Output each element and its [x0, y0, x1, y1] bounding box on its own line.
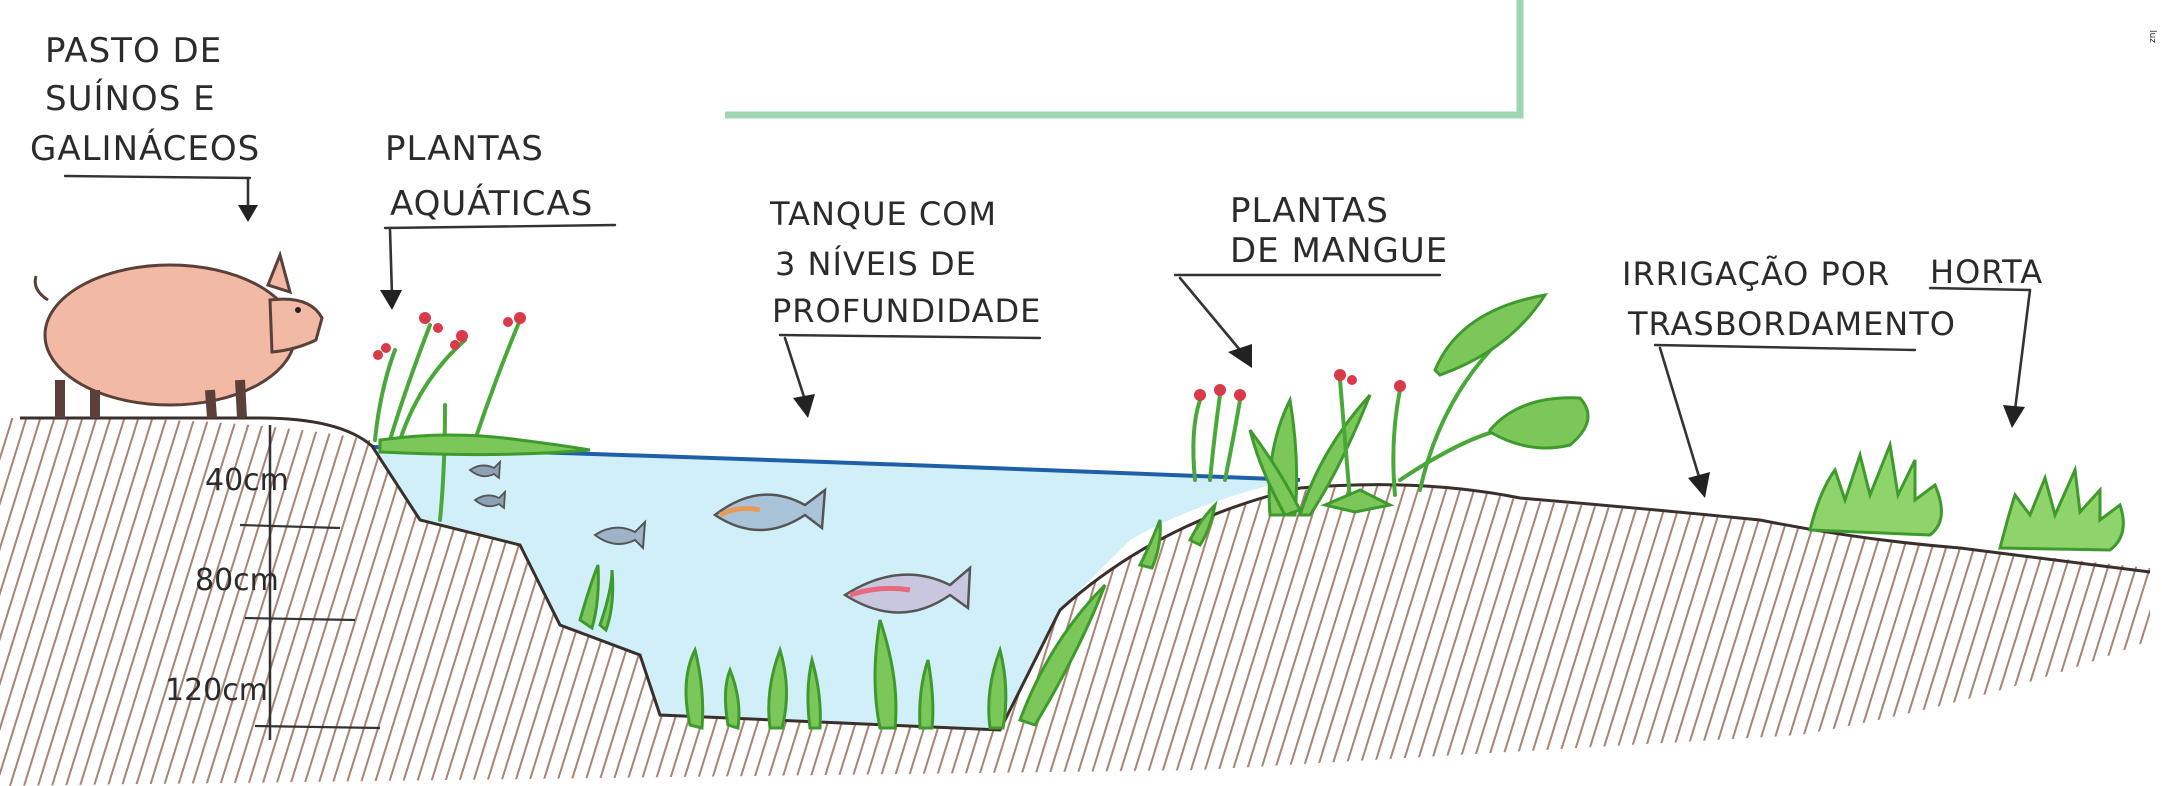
label-garden: HORTA	[1930, 253, 2043, 291]
soil-hatch-stroke	[191, 418, 313, 786]
soil-hatch-stroke	[2053, 418, 2150, 786]
soil-hatch-stroke	[149, 418, 271, 786]
soil-hatch-stroke	[205, 418, 327, 786]
label-aquatic-2: AQUÁTICAS	[390, 183, 593, 224]
soil-hatch-stroke	[2109, 418, 2150, 786]
depth-label-80: 80cm	[195, 563, 279, 598]
soil-hatch-stroke	[0, 418, 89, 786]
label-pasture-2: SUÍNOS E	[45, 78, 216, 119]
label-tank-1: TANQUE COM	[769, 195, 997, 233]
soil-hatch-stroke	[0, 418, 33, 786]
soil-hatch-stroke	[9, 418, 131, 786]
soil-hatch-stroke	[2081, 418, 2150, 786]
soil-hatch-stroke	[2152, 400, 2162, 786]
soil-hatch-stroke	[121, 418, 243, 786]
soil-hatch-stroke	[65, 418, 187, 786]
soil-hatch-stroke	[37, 418, 159, 786]
soil-hatch-stroke	[107, 418, 229, 786]
soil-hatch-stroke	[275, 418, 397, 786]
soil-hatch-stroke	[0, 418, 75, 786]
pond-water	[375, 448, 1300, 730]
ground-profile-line	[20, 416, 2151, 732]
label-mangrove-1: PLANTAS	[1230, 191, 1389, 231]
soil-hatch-stroke	[177, 418, 299, 786]
soil-hatch-stroke	[247, 418, 369, 786]
depth-scale: 40cm 80cm 120cm	[165, 425, 381, 740]
soil-hatch-stroke	[0, 418, 103, 786]
garden-plants	[1808, 439, 2125, 552]
depth-label-40: 40cm	[205, 463, 289, 498]
label-irrigation-1: IRRIGAÇÃO POR	[1622, 255, 1890, 293]
label-aquatic-1: PLANTAS	[385, 129, 544, 169]
soil-hatch-stroke	[0, 418, 117, 786]
soil-hatch-stroke	[51, 418, 173, 786]
top-frame-border	[725, 0, 1524, 119]
label-mangrove-2: DE MANGUE	[1230, 231, 1448, 271]
soil-hatch-stroke	[0, 418, 61, 786]
label-pasture-3: GALINÁCEOS	[30, 128, 260, 169]
aquatic-plants-left	[373, 312, 591, 522]
soil-hatch-stroke	[261, 418, 383, 786]
soil-hatch-stroke	[79, 418, 201, 786]
soil-hatch-stroke	[0, 418, 47, 786]
label-irrigation-2: TRASBORDAMENTO	[1627, 305, 1956, 343]
corner-mark: luz	[2147, 30, 2157, 43]
soil-hatch-stroke	[233, 418, 355, 786]
soil-hatch-stroke	[219, 418, 341, 786]
label-tank-3: PROFUNDIDADE	[772, 292, 1041, 330]
soil-hatch-stroke	[93, 418, 215, 786]
soil-hatch-stroke	[23, 418, 145, 786]
label-pasture-1: PASTO DE	[45, 31, 222, 71]
fish-group	[468, 459, 972, 614]
soil-hatch-stroke	[135, 418, 257, 786]
label-tank-2: 3 NÍVEIS DE	[775, 245, 977, 283]
soil-hatch-stroke	[0, 418, 19, 786]
annotation-arrows	[63, 174, 2032, 498]
pig-illustration	[33, 250, 324, 419]
soil-hatch-stroke	[163, 418, 285, 786]
pond-bottom-plants	[578, 500, 1218, 730]
labels: PASTO DE SUÍNOS E GALINÁCEOS PLANTAS AQU…	[30, 30, 2157, 343]
depth-label-120: 120cm	[165, 673, 268, 708]
mangrove-plants	[1191, 292, 1590, 517]
